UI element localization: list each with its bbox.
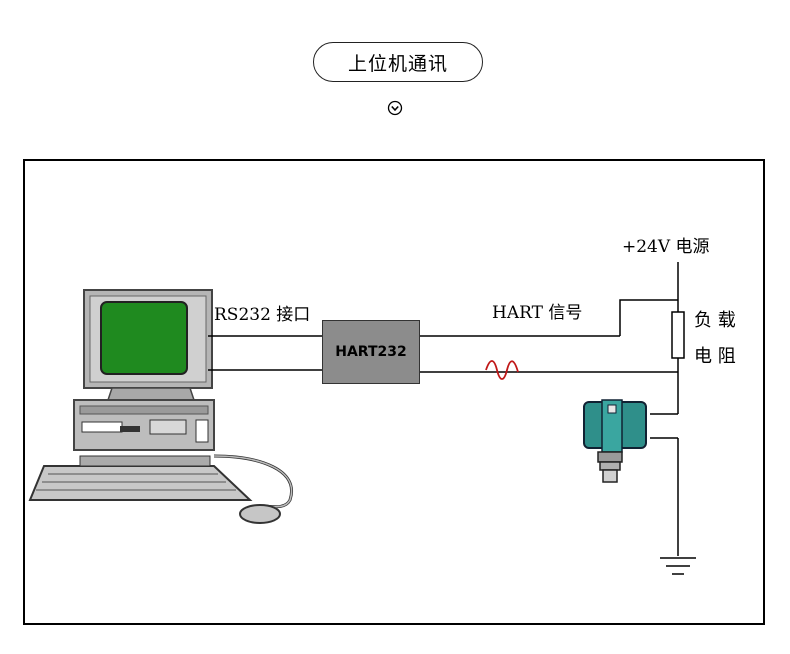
page-title: 上位机通讯	[313, 42, 483, 82]
load-resistor	[671, 311, 685, 359]
computer-icon	[28, 289, 294, 524]
ground-icon	[660, 557, 696, 575]
power-label: +24V 电源	[622, 237, 710, 257]
chevron-down-circle-icon[interactable]	[387, 100, 403, 116]
hart232-converter: HART232	[322, 320, 420, 384]
rs232-label: RS232 接口	[214, 305, 311, 325]
load-label-line2: 电 阻	[694, 346, 736, 367]
load-label-line1: 负 载	[694, 310, 736, 331]
signal-wave	[485, 360, 519, 380]
hart-signal-label: HART 信号	[492, 303, 583, 323]
transmitter-icon	[583, 399, 647, 483]
diagram-frame	[23, 159, 765, 625]
